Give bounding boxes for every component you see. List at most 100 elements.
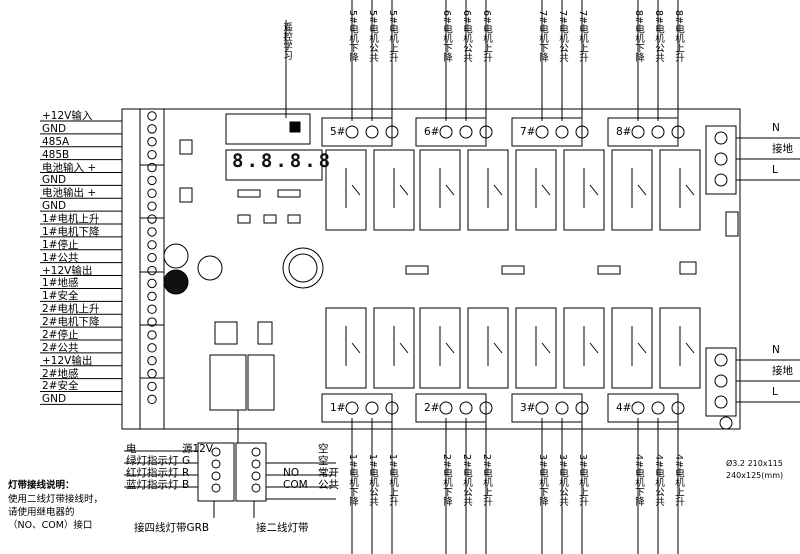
left-terminal-label: 1#地感 bbox=[42, 277, 79, 290]
left-terminal-screw bbox=[147, 162, 157, 173]
bottom-motor-label: 1#电机下降 bbox=[347, 454, 358, 507]
left-terminal-label: 电池输出 + bbox=[42, 187, 97, 200]
bottom-motor-terminal bbox=[651, 401, 665, 415]
button bbox=[237, 214, 251, 224]
led-name-label: 红灯指示灯 bbox=[126, 467, 179, 479]
top-group-id: 7# bbox=[520, 126, 536, 138]
left-terminal-label: +12V输入 bbox=[42, 110, 93, 122]
bottom-motor-terminal bbox=[345, 401, 359, 415]
top-terminal-block bbox=[607, 117, 679, 147]
top-relay bbox=[467, 149, 509, 231]
top-motor-terminal bbox=[459, 125, 473, 139]
led-value-label: 空 bbox=[318, 443, 329, 455]
left-terminal-label: GND bbox=[42, 393, 67, 406]
seven-seg-display bbox=[225, 149, 323, 181]
left-terminal-label: 485B bbox=[42, 148, 70, 161]
top-motor-label: 8#电机上升 bbox=[673, 10, 684, 63]
bottom-relay bbox=[659, 307, 701, 389]
chip bbox=[214, 321, 238, 345]
relay-contact bbox=[445, 342, 455, 354]
bottom-relay bbox=[515, 307, 557, 389]
remote-learn-label: 遥控学习 bbox=[281, 22, 292, 60]
led-strip-two-wire-block bbox=[235, 442, 267, 502]
top-motor-label: 8#电机公共 bbox=[653, 10, 664, 63]
left-terminal-screw bbox=[147, 278, 157, 289]
relay-contact bbox=[399, 184, 409, 196]
relay-contact bbox=[541, 342, 551, 354]
left-terminal-label: 1#电机上升 bbox=[42, 213, 100, 226]
bottom-motor-terminal bbox=[439, 401, 453, 415]
smd-part bbox=[597, 265, 621, 275]
capacitor bbox=[163, 269, 189, 295]
left-terminal-label: +12V输出 bbox=[42, 264, 93, 277]
bottom-motor-label: 1#电机上升 bbox=[387, 454, 398, 507]
bottom-group-id: 4# bbox=[616, 402, 632, 414]
bottom-group-id: 1# bbox=[330, 402, 346, 414]
mount-hole bbox=[719, 416, 733, 430]
left-terminal-screw bbox=[147, 227, 157, 237]
ceramic-fuse bbox=[725, 211, 739, 237]
bottom-motor-terminal bbox=[459, 401, 473, 415]
smd-part bbox=[405, 265, 429, 275]
top-motor-label: 5#电机上升 bbox=[387, 10, 398, 63]
left-terminal-screw bbox=[147, 214, 157, 224]
bottom-relay bbox=[467, 307, 509, 389]
relay-contact bbox=[493, 342, 503, 354]
power-label: N bbox=[772, 344, 780, 356]
led-connector-b bbox=[247, 354, 275, 411]
bottom-terminal-block bbox=[415, 393, 487, 423]
led-terminal-screw bbox=[251, 483, 261, 493]
top-motor-label: 6#电机下降 bbox=[441, 10, 452, 63]
led-value-label: G bbox=[182, 455, 191, 467]
led-terminal-screw bbox=[251, 471, 261, 481]
led-prefix-label: NO bbox=[283, 467, 300, 479]
bottom-terminal-block bbox=[321, 393, 393, 423]
bottom-relay bbox=[419, 307, 461, 389]
led-value-label: 源12V bbox=[182, 443, 214, 455]
power-label: L bbox=[772, 386, 778, 398]
smd-part bbox=[501, 265, 525, 275]
top-motor-label: 7#电机下降 bbox=[537, 10, 548, 63]
left-terminal-screw bbox=[147, 124, 157, 134]
top-motor-terminal bbox=[345, 125, 359, 139]
bottom-motor-label: 4#电机公共 bbox=[653, 454, 664, 507]
power-terminal-screw bbox=[714, 173, 728, 187]
left-terminal-label: 2#电机上升 bbox=[42, 303, 100, 316]
potentiometer bbox=[197, 255, 223, 281]
smd-part bbox=[679, 261, 697, 275]
bottom-motor-terminal bbox=[631, 401, 645, 415]
led-terminal-screw bbox=[251, 447, 261, 457]
led-terminal-screw bbox=[211, 471, 221, 481]
led-strip-four-wire-block bbox=[197, 442, 235, 502]
led-value-label: 公共 bbox=[318, 479, 339, 491]
left-terminal-screw bbox=[147, 304, 157, 314]
left-terminal-label: 1#停止 bbox=[42, 238, 79, 251]
top-group-id: 6# bbox=[424, 126, 440, 138]
seven-seg-value: 8.8.8.8 bbox=[232, 150, 334, 172]
power-terminal-screw bbox=[714, 395, 728, 409]
left-terminal-label: GND bbox=[42, 200, 67, 213]
top-terminal-block bbox=[415, 117, 487, 147]
power-label: L bbox=[772, 164, 778, 176]
led-name-label: 绿灯指示灯 bbox=[126, 455, 179, 467]
led-terminal-screw bbox=[211, 483, 221, 493]
top-motor-terminal bbox=[651, 125, 665, 139]
bottom-motor-terminal bbox=[365, 401, 379, 415]
left-terminal-screw bbox=[147, 188, 157, 198]
left-terminal-label: GND bbox=[42, 174, 67, 187]
led-value-label: R bbox=[182, 467, 190, 479]
left-terminal-label: +12V输出 bbox=[42, 354, 93, 367]
smd-part bbox=[277, 189, 301, 198]
left-terminal-screw bbox=[147, 330, 157, 340]
smd-part bbox=[237, 189, 261, 198]
dimension-board: 240x125(mm) bbox=[726, 471, 784, 480]
bottom-motor-label: 1#电机公共 bbox=[367, 454, 378, 507]
left-terminal-screw bbox=[147, 291, 157, 302]
bottom-motor-label: 4#电机下降 bbox=[633, 454, 644, 507]
led-terminal-screw bbox=[251, 459, 261, 469]
bottom-motor-terminal bbox=[535, 401, 549, 415]
top-motor-label: 5#电机公共 bbox=[367, 10, 378, 63]
left-terminal-label: 电池输入 + bbox=[42, 161, 97, 174]
relay-contact bbox=[351, 184, 361, 196]
